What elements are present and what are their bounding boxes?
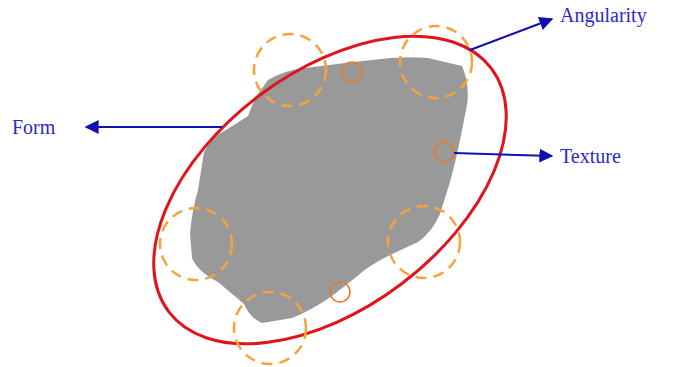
texture-circle [342,62,362,82]
part-label: Texture [560,145,621,167]
form-ellipse [98,0,563,367]
aggregate-particle [190,57,468,323]
angularity-circle [234,292,306,364]
angularity-circle [388,206,460,278]
leader-arrows [86,19,552,156]
texture-circle [330,282,350,302]
angularity-circle [160,208,232,280]
texture-circle [434,142,454,162]
angularity-circle [400,26,472,98]
angularity-circles [160,26,472,364]
part-label: Form [12,116,55,138]
angularity-arrow [470,19,552,50]
part-label: Angularity [560,4,647,26]
texture-arrow [454,153,552,156]
form-arrow [86,126,222,128]
angularity-circle [254,34,326,106]
texture-circles [330,62,454,302]
